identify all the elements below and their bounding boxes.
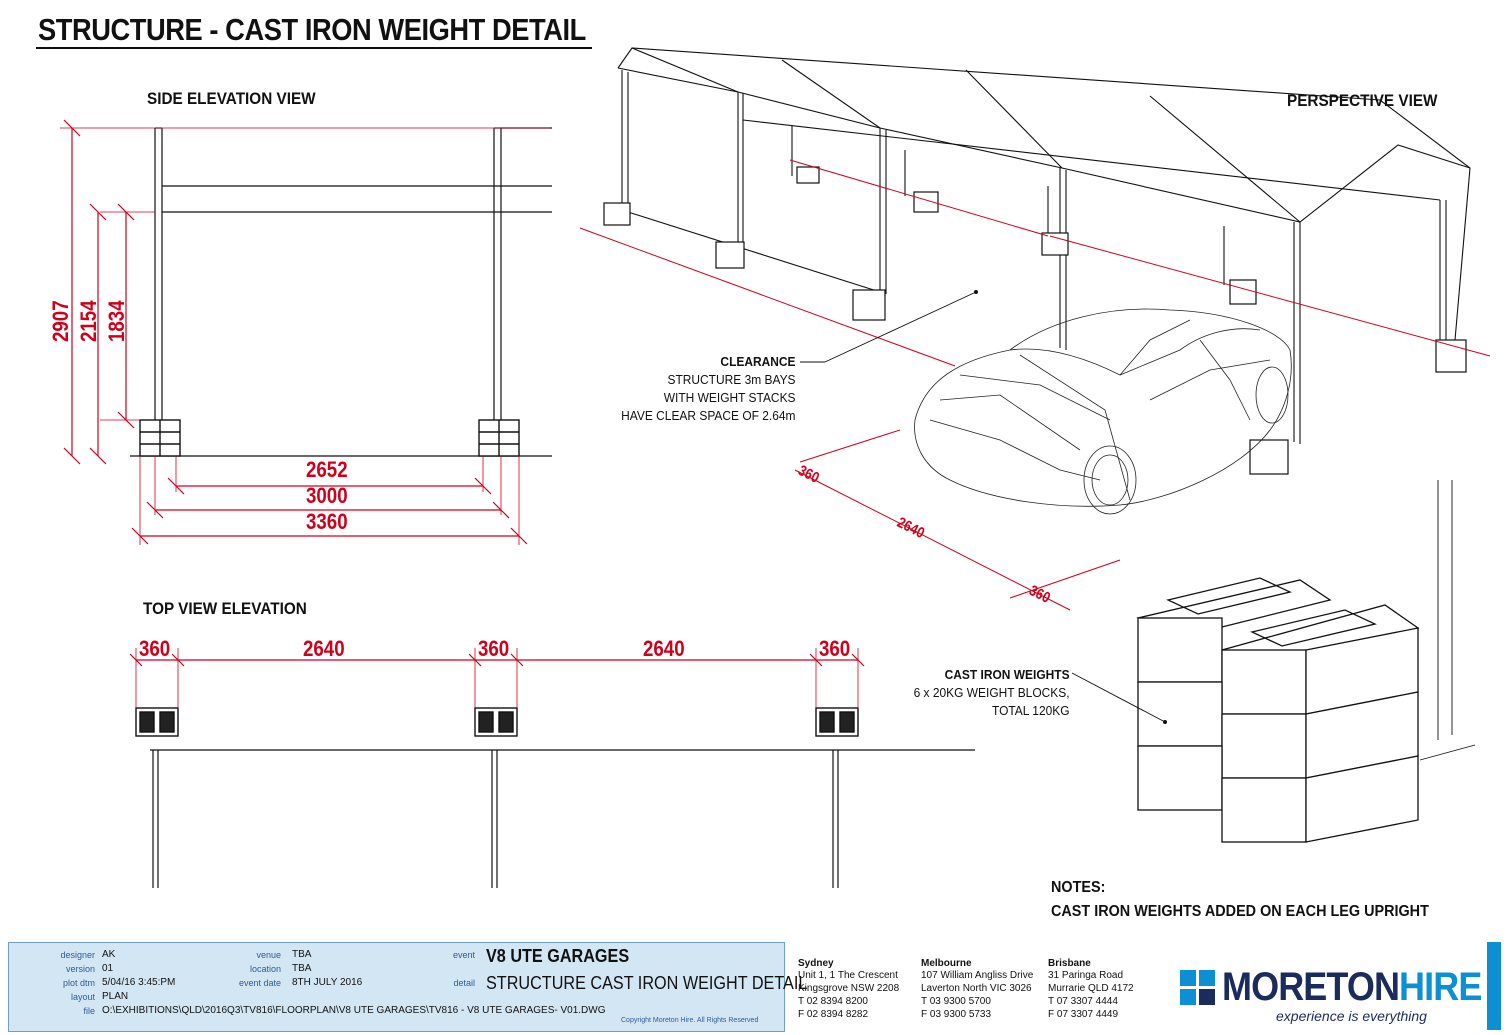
office-line: 31 Paringa Road <box>1048 970 1124 981</box>
office-city: Brisbane <box>1048 958 1091 969</box>
detail-value: STRUCTURE CAST IRON WEIGHT DETAIL <box>486 973 808 993</box>
office-line: T 03 9300 5700 <box>921 996 991 1007</box>
top-dimension-lines <box>129 648 865 708</box>
perspective-structure <box>617 47 1471 444</box>
weights-line-2: TOTAL 120KG <box>992 703 1070 718</box>
office-melbourne: Melbourne 107 William Angliss Drive Lave… <box>921 958 1033 1021</box>
detail-context-lines <box>1071 480 1476 761</box>
version-value: 01 <box>102 963 114 974</box>
notes-block: NOTES: CAST IRON WEIGHTS ADDED ON EACH L… <box>1051 876 1429 924</box>
side-weight-stacks <box>139 419 520 457</box>
file-value: O:\EXHIBITIONS\QLD\2016Q3\TV816\FLOORPLA… <box>102 1005 606 1016</box>
office-line: Unit 1, 1 The Crescent <box>798 970 898 981</box>
top-dim-2640-left: 2640 <box>303 636 345 661</box>
weights-note: CAST IRON WEIGHTS 6 x 20KG WEIGHT BLOCKS… <box>914 666 1070 720</box>
location-value: TBA <box>292 963 312 974</box>
office-line: Laverton North VIC 3026 <box>921 983 1032 994</box>
office-line: F 02 8394 8282 <box>798 1009 869 1020</box>
version-key: version <box>65 964 95 974</box>
title-block: designer AK version 01 plot dtm 5/04/16 … <box>8 942 807 1032</box>
office-line: Murrarie QLD 4172 <box>1048 983 1134 994</box>
top-dim-2640-right: 2640 <box>643 636 685 661</box>
top-dim-360-middle: 360 <box>478 636 510 661</box>
layout-key: layout <box>70 992 95 1002</box>
side-dim-1834: 1834 <box>104 300 129 342</box>
office-city: Melbourne <box>921 958 972 969</box>
clearance-line-3: HAVE CLEAR SPACE OF 2.64m <box>621 408 796 423</box>
weight-block-detail <box>1136 577 1420 843</box>
clearance-heading: CLEARANCE <box>720 354 796 369</box>
venue-key: venue <box>256 950 281 960</box>
designer-key: designer <box>60 950 95 960</box>
side-dim-3000: 3000 <box>306 483 348 508</box>
title-underline <box>36 47 592 49</box>
event-value: V8 UTE GARAGES <box>486 946 630 966</box>
side-dimension-lines <box>60 119 550 545</box>
plot-key: plot dtm <box>62 978 95 988</box>
event-key: event <box>452 950 475 960</box>
clearance-line-1: STRUCTURE 3m BAYS <box>667 372 796 387</box>
copyright: Copyright Moreton Hire. All Rights Reser… <box>621 1017 759 1024</box>
perspective-weight-stacks <box>603 166 1467 475</box>
office-city: Sydney <box>798 958 834 969</box>
side-dim-2154: 2154 <box>76 300 101 342</box>
detail-key: detail <box>453 978 475 988</box>
logo-squares-icon <box>1180 970 1216 1006</box>
logo-tagline: experience is everything <box>1276 1008 1427 1024</box>
office-line: T 02 8394 8200 <box>798 996 868 1007</box>
car-wireframe <box>914 308 1292 515</box>
weights-line-1: 6 x 20KG WEIGHT BLOCKS, <box>914 685 1070 700</box>
brand-bar <box>1487 942 1501 1030</box>
side-dim-2907: 2907 <box>48 300 73 342</box>
clearance-line-2: WITH WEIGHT STACKS <box>664 390 796 405</box>
side-dim-2652: 2652 <box>306 457 348 482</box>
notes-text: CAST IRON WEIGHTS ADDED ON EACH LEG UPRI… <box>1051 903 1429 920</box>
plot-value: 5/04/16 3:45:PM <box>102 977 176 988</box>
office-line: F 03 9300 5733 <box>921 1009 992 1020</box>
top-weight-stacks <box>135 707 859 737</box>
notes-heading: NOTES: <box>1051 879 1106 896</box>
top-view-frame <box>150 749 975 888</box>
office-line: F 07 3307 4449 <box>1048 1009 1119 1020</box>
top-dim-360-right: 360 <box>819 636 851 661</box>
top-view-label: TOP VIEW ELEVATION <box>143 599 307 618</box>
office-line: 107 William Angliss Drive <box>921 970 1034 981</box>
side-elevation-label: SIDE ELEVATION VIEW <box>147 89 316 108</box>
drawing-title: STRUCTURE - CAST IRON WEIGHT DETAIL <box>38 12 586 47</box>
perspective-dimension-lines <box>579 159 1491 611</box>
clearance-note: CLEARANCE STRUCTURE 3m BAYS WITH WEIGHT … <box>622 353 796 425</box>
event-date-value: 8TH JULY 2016 <box>292 977 363 988</box>
venue-value: TBA <box>292 949 312 960</box>
office-line: Kingsgrove NSW 2208 <box>798 983 900 994</box>
logo-hire: HIRE <box>1399 965 1482 1009</box>
clearance-leader <box>800 291 977 363</box>
event-date-key: event date <box>238 978 281 988</box>
company-logo: MORETONHIRE <box>1222 965 1482 1010</box>
side-dim-3360: 3360 <box>306 509 348 534</box>
weights-heading: CAST IRON WEIGHTS <box>945 667 1070 682</box>
logo-moreton: MORETON <box>1222 965 1400 1009</box>
layout-value: PLAN <box>102 991 129 1002</box>
office-sydney: Sydney Unit 1, 1 The Crescent Kingsgrove… <box>798 958 899 1021</box>
top-dim-360-left: 360 <box>139 636 171 661</box>
location-key: location <box>249 964 281 974</box>
office-line: T 07 3307 4444 <box>1048 996 1118 1007</box>
designer-value: AK <box>102 949 116 960</box>
file-key: file <box>83 1006 95 1016</box>
office-brisbane: Brisbane 31 Paringa Road Murrarie QLD 41… <box>1048 958 1134 1021</box>
